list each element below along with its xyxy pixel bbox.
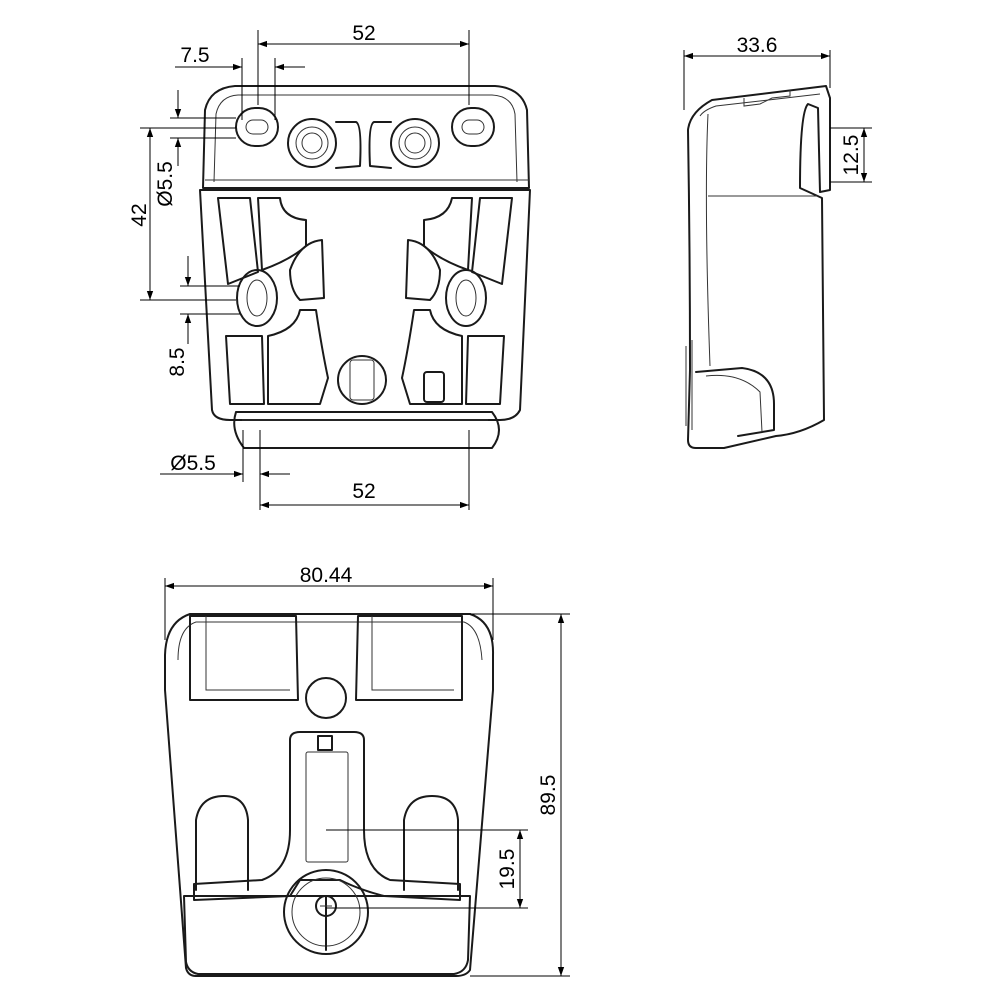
back-center-hole <box>305 677 347 719</box>
dim-back-19-5: 19.5 <box>496 849 519 890</box>
dim-height-42: 42 <box>128 203 151 226</box>
dim-back-89-5: 89.5 <box>537 775 560 816</box>
dim-side-33-6: 33.6 <box>737 34 778 57</box>
front-dimensions: 52 7.5 42 Ø5.5 8.5 Ø5.5 52 <box>128 22 470 510</box>
dim-top-52: 52 <box>352 22 375 45</box>
dim-side-12-5: 12.5 <box>840 135 863 176</box>
top-left-slot <box>235 107 279 147</box>
back-dimensions: 80.44 89.5 19.5 <box>164 564 570 977</box>
dim-hole-8-5: 8.5 <box>166 347 189 376</box>
dim-slot-7-5: 7.5 <box>180 44 209 67</box>
center-latch <box>337 355 387 405</box>
top-left-hole <box>287 118 337 168</box>
mid-right-hole <box>445 269 487 327</box>
dim-dia-bottom: Ø5.5 <box>170 452 216 475</box>
lock-cylinder <box>283 869 369 955</box>
top-right-slot <box>451 107 495 147</box>
mid-left-hole <box>236 269 278 327</box>
dim-back-80-44: 80.44 <box>300 564 353 587</box>
back-view <box>164 613 495 977</box>
top-right-hole <box>390 118 440 168</box>
dim-dia-top: Ø5.5 <box>154 161 177 207</box>
dim-bottom-52: 52 <box>352 480 375 503</box>
side-view <box>685 85 831 449</box>
side-dimensions: 33.6 12.5 <box>683 34 872 183</box>
front-view <box>199 85 531 449</box>
